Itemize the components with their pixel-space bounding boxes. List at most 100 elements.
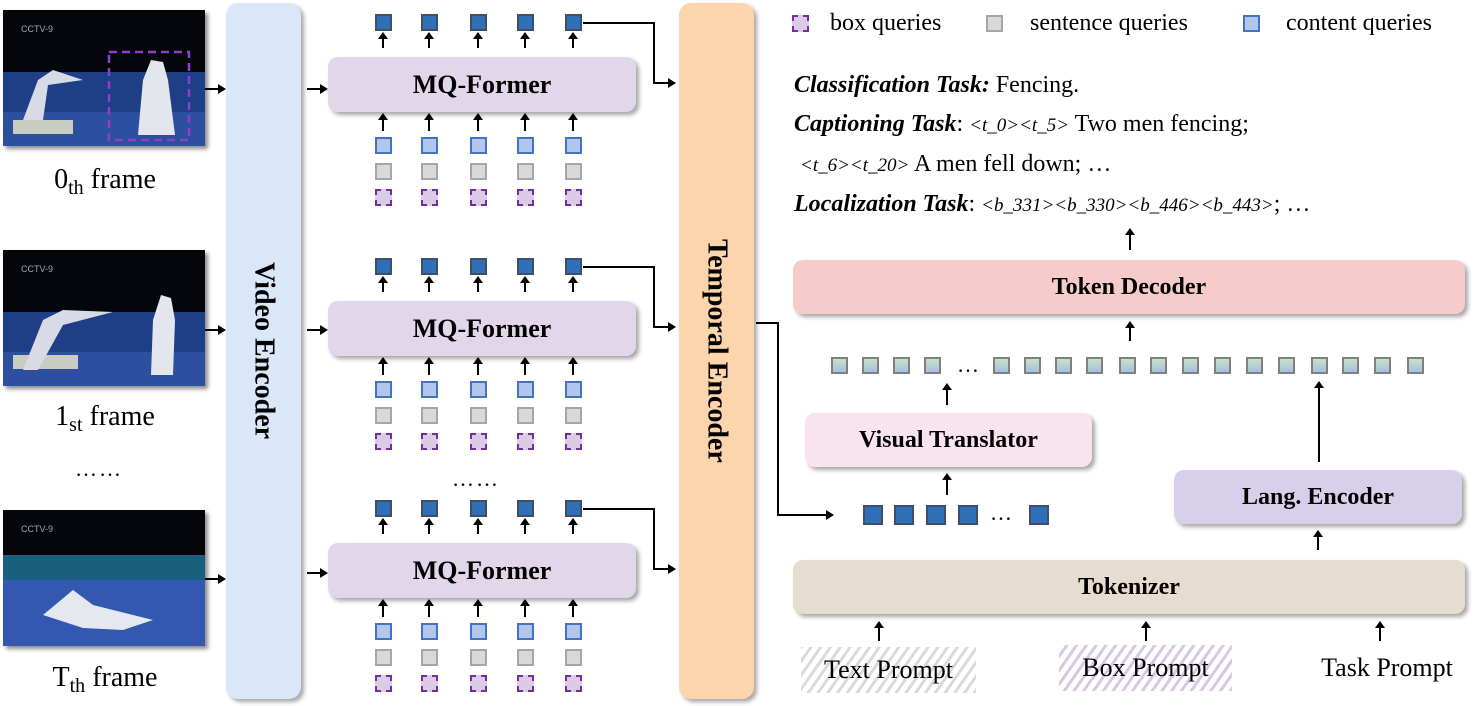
box-prompt-arrow	[1141, 621, 1151, 641]
captioning-task-line: Captioning Task: <t_0><t_5> Two men fenc…	[794, 111, 1249, 137]
temporal-output-arrow	[777, 510, 834, 520]
box-query	[470, 675, 487, 692]
frame-1-label: 1st frame	[55, 401, 155, 437]
temporal-output-line-h	[756, 322, 778, 324]
mq-output-arrow	[520, 518, 530, 534]
tokens-to-decoder-arrow	[1125, 321, 1135, 341]
localization-tags: <b_331><b_330><b_446><b_443>	[981, 195, 1274, 216]
box-query	[517, 189, 534, 206]
svg-text:CCTV-9: CCTV-9	[21, 524, 53, 534]
sentence-query	[517, 407, 534, 424]
mq-output-query	[421, 14, 438, 31]
content-query	[565, 381, 582, 398]
captioning-tags-1: <t_0><t_5>	[969, 115, 1070, 136]
sentence-query	[470, 407, 487, 424]
sentence-query	[565, 407, 582, 424]
mq-input-arrow	[520, 113, 530, 131]
mq-output-query	[470, 258, 487, 275]
content-query	[565, 623, 582, 640]
mq-to-temporal-arrow	[653, 322, 676, 332]
content-query	[421, 623, 438, 640]
sequence-token	[831, 357, 848, 374]
mq-output-arrow	[473, 518, 483, 534]
captioning-tags-2: <t_6><t_20>	[800, 155, 910, 176]
mq-output-arrow	[424, 518, 434, 534]
mq-input-arrow	[378, 113, 388, 131]
frame-1-arrow	[205, 325, 226, 335]
mq-output-query	[517, 500, 534, 517]
temporal-encoder: Temporal Encoder	[679, 3, 754, 699]
mq-output-query	[565, 14, 582, 31]
box-queries-legend-swatch	[792, 15, 809, 32]
mq-input-arrow	[424, 357, 434, 375]
mq-output-query	[421, 500, 438, 517]
box-query	[565, 675, 582, 692]
visual-translator-label: Visual Translator	[859, 426, 1038, 453]
lang-encoder-label: Lang. Encoder	[1241, 483, 1394, 510]
sequence-token	[1182, 357, 1199, 374]
content-query	[470, 137, 487, 154]
sentence-queries-legend-label: sentence queries	[1030, 10, 1188, 36]
mq-input-arrow	[568, 599, 578, 617]
classification-task-label: Classification Task:	[794, 72, 990, 98]
content-query	[470, 623, 487, 640]
video-encoder-to-mq-2-arrow	[307, 325, 328, 335]
mq-input-arrow	[520, 599, 530, 617]
text-prompt-label: Text Prompt	[824, 655, 953, 684]
content-queries-legend-label: content queries	[1286, 10, 1432, 36]
visual-tokens-to-translator-arrow	[942, 473, 952, 495]
mq-former-label: MQ-Former	[412, 313, 552, 343]
mq-output-query	[421, 258, 438, 275]
video-encoder: Video Encoder	[226, 3, 301, 699]
sequence-token	[1150, 357, 1167, 374]
content-query	[375, 381, 392, 398]
box-prompt-label: Box Prompt	[1082, 653, 1209, 682]
frame-ellipsis: ……	[75, 456, 123, 481]
frame-0-image: CCTV-9	[3, 10, 205, 146]
token-decoder-label: Token Decoder	[1051, 273, 1207, 300]
sentence-query	[421, 649, 438, 666]
mq-output-query	[470, 500, 487, 517]
frame-T-arrow	[205, 574, 226, 584]
box-query	[470, 189, 487, 206]
lang-encoder: Lang. Encoder	[1174, 470, 1462, 524]
frame-0-arrow	[205, 84, 226, 94]
video-encoder-label: Video Encoder	[248, 262, 280, 440]
mq-input-arrow	[520, 357, 530, 375]
sequence-token	[862, 357, 879, 374]
localization-tail: ; …	[1273, 191, 1311, 217]
mq-output-query	[565, 500, 582, 517]
token-sequence-ellipsis: …	[957, 352, 980, 377]
sentence-query	[375, 407, 392, 424]
tokenizer-to-lang-encoder-arrow	[1313, 530, 1323, 550]
mq-input-arrow	[424, 599, 434, 617]
mq-output-arrow	[378, 32, 388, 48]
mq-former-label: MQ-Former	[412, 555, 552, 585]
box-query	[375, 433, 392, 450]
text-prompt: Text Prompt	[801, 647, 976, 693]
mq-output-query	[517, 14, 534, 31]
mq-former-block: MQ-Former	[328, 543, 636, 598]
video-encoder-to-mq-3-arrow	[307, 568, 328, 578]
sequence-token	[1311, 357, 1328, 374]
mq-input-arrow	[378, 599, 388, 617]
box-query	[421, 675, 438, 692]
sequence-token	[1086, 357, 1103, 374]
mq-to-temporal-arrow	[653, 564, 676, 574]
mq-to-temporal-line	[653, 22, 655, 84]
mq-ellipsis: ……	[452, 466, 500, 491]
mq-output-arrow	[378, 518, 388, 534]
sequence-token	[1407, 357, 1424, 374]
classification-task-line: Classification Task: Fencing.	[794, 72, 1079, 99]
content-query	[517, 137, 534, 154]
text-prompt-arrow	[874, 621, 884, 641]
box-prompt: Box Prompt	[1059, 645, 1232, 691]
sentence-query	[517, 649, 534, 666]
sentence-query	[421, 407, 438, 424]
sentence-query	[421, 163, 438, 180]
mq-to-temporal-line	[583, 508, 654, 510]
sentence-query	[470, 649, 487, 666]
visual-token	[863, 505, 883, 525]
mq-input-arrow	[568, 113, 578, 131]
mq-output-arrow	[568, 518, 578, 534]
